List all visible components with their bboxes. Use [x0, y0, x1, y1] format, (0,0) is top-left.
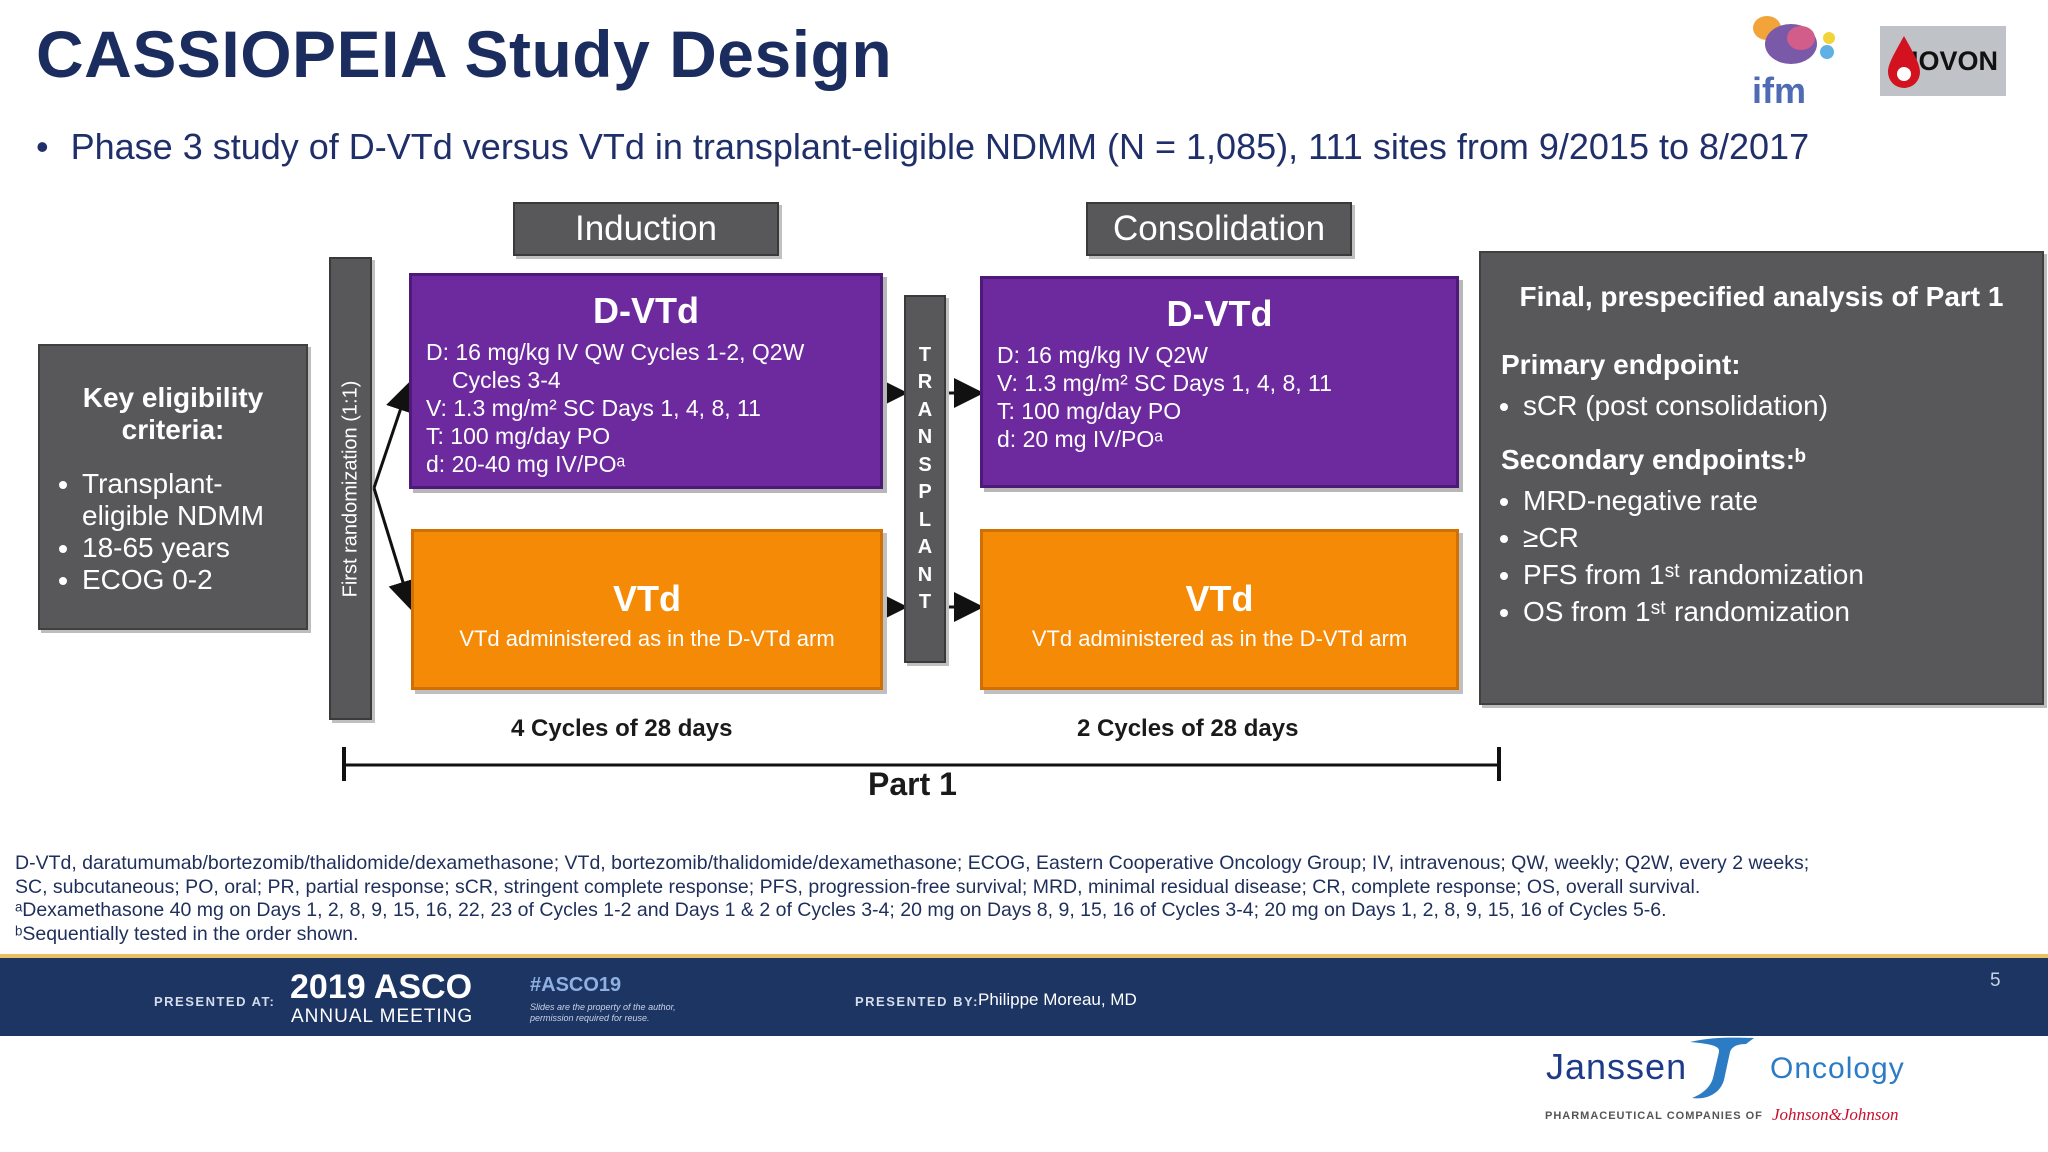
page-title: CASSIOPEIA Study Design: [36, 17, 893, 91]
footnote: ᵃDexamethasone 40 mg on Days 1, 2, 8, 9,…: [15, 899, 1667, 921]
presenter-name: Philippe Moreau, MD: [978, 990, 1137, 1009]
arm-name: VTd: [613, 578, 681, 619]
primary-endpoint-list: sCR (post consolidation): [1501, 387, 2022, 424]
eligibility-item: 18-65 years: [82, 532, 286, 564]
footnote: ᵇSequentially tested in the order shown.: [15, 922, 359, 945]
arm-description: VTd administered as in the D-VTd arm: [1031, 626, 1408, 651]
footnote: D-VTd, daratumumab/bortezomib/thalidomid…: [15, 852, 1810, 874]
endpoint-item: OS from 1ˢᵗ randomization: [1523, 593, 2022, 630]
dosing-line: D: 16 mg/kg IV Q2W: [997, 342, 1208, 368]
study-summary-text: Phase 3 study of D-VTd versus VTd in tra…: [70, 126, 1810, 167]
hovon-logo: HOVON: [1880, 26, 2006, 96]
arm-description: VTd administered as in the D-VTd arm: [459, 626, 835, 651]
arm-name: D-VTd: [1166, 293, 1273, 334]
consolidation-dvtd-box: D-VTd D: 16 mg/kg IV Q2W V: 1.3 mg/m² SC…: [980, 276, 1459, 488]
transplant-letter: R: [917, 371, 933, 393]
footer-bar: PRESENTED AT: 2019 ASCO ANNUAL MEETING #…: [0, 954, 2048, 1036]
pharma-text: PHARMACEUTICAL COMPANIES OF: [1545, 1110, 1763, 1122]
transplant-letter: T: [918, 343, 932, 366]
footnotes: D-VTd, daratumumab/bortezomib/thalidomid…: [15, 852, 2035, 946]
dosing-line: d: 20 mg IV/POᵃ: [997, 426, 1163, 452]
transplant-letter: T: [918, 591, 932, 613]
hashtag-note-line: permission required for reuse.: [530, 1013, 650, 1023]
dosing-line: D: 16 mg/kg IV QW Cycles 1-2, Q2W: [426, 339, 805, 365]
part1-label: Part 1: [868, 766, 957, 802]
dosing-line: T: 100 mg/day PO: [426, 423, 611, 449]
arrow-to-vtd: [372, 487, 418, 611]
ifm-logo-text: ifm: [1752, 70, 1806, 111]
page-number: 5: [1990, 970, 2001, 991]
consolidation-cycles: 2 Cycles of 28 days: [1077, 715, 1299, 742]
dosing-line: T: 100 mg/day PO: [997, 398, 1182, 424]
presented-by-label: PRESENTED BY:: [855, 994, 979, 1009]
presented-at-label: PRESENTED AT:: [154, 994, 276, 1009]
secondary-endpoint-heading: Secondary endpoints:ᵇ: [1501, 444, 1806, 475]
bullet-icon: •: [36, 126, 49, 167]
dosing-line: V: 1.3 mg/m² SC Days 1, 4, 8, 11: [997, 370, 1332, 396]
transplant-letter: L: [918, 508, 932, 531]
eligibility-list: Transplant-eligible NDMM 18-65 years ECO…: [60, 468, 286, 596]
transplant-letter: N: [917, 426, 933, 448]
induction-cycles: 4 Cycles of 28 days: [511, 715, 733, 742]
secondary-endpoint-list: MRD-negative rate ≥CR PFS from 1ˢᵗ rando…: [1501, 482, 2022, 630]
footnote: SC, subcutaneous; PO, oral; PR, partial …: [15, 875, 1701, 898]
janssen-logo-text: Janssen: [1546, 1046, 1688, 1087]
asco-logo-text: 2019 ASCO: [290, 968, 473, 1006]
transplant-letter: S: [918, 453, 932, 476]
consolidation-vtd-box: VTd VTd administered as in the D-VTd arm: [980, 529, 1459, 690]
arm-name: VTd: [1185, 578, 1254, 619]
eligibility-item: Transplant-eligible NDMM: [82, 468, 286, 532]
asco-logo-subtitle: ANNUAL MEETING: [291, 1006, 474, 1027]
blood-drop-icon: [1888, 36, 1920, 88]
transplant-letter: P: [918, 481, 932, 503]
eligibility-heading: Key eligibility criteria:: [82, 382, 264, 445]
final-analysis-box: Final, prespecified analysis of Part 1 P…: [1479, 251, 2044, 705]
induction-vtd-box: VTd VTd administered as in the D-VTd arm: [411, 529, 883, 690]
janssen-swoosh-icon: [1690, 1037, 1754, 1099]
endpoint-item: sCR (post consolidation): [1523, 387, 2022, 424]
ifm-logo-icon: [1753, 16, 1835, 64]
jnj-logo-text: Johnson&Johnson: [1772, 1105, 1899, 1124]
study-summary: • Phase 3 study of D-VTd versus VTd in tr…: [36, 126, 1809, 168]
eligibility-box: Key eligibility criteria: Transplant-eli…: [38, 344, 308, 630]
randomization-bar: First randomization (1:1): [329, 257, 372, 720]
induction-dvtd-box: D-VTd D: 16 mg/kg IV QW Cycles 1-2, Q2W …: [409, 273, 883, 489]
transplant-bar: T R A N S P L A N T: [904, 295, 946, 663]
endpoint-item: MRD-negative rate: [1523, 482, 2022, 519]
endpoint-item: ≥CR: [1523, 519, 2022, 556]
hashtag-note-line: Slides are the property of the author,: [530, 1002, 676, 1012]
dosing-line: d: 20-40 mg IV/POᵃ: [426, 451, 626, 477]
dosing-line: V: 1.3 mg/m² SC Days 1, 4, 8, 11: [426, 395, 761, 421]
primary-endpoint-heading: Primary endpoint:: [1501, 349, 1741, 380]
eligibility-item: ECOG 0-2: [82, 564, 286, 596]
transplant-letter: N: [917, 563, 933, 586]
dosing-line: Cycles 3-4: [452, 367, 561, 393]
oncology-logo-text: Oncology: [1770, 1052, 1905, 1085]
consolidation-header: Consolidation: [1086, 202, 1352, 256]
arm-name: D-VTd: [593, 290, 699, 331]
transplant-letter: A: [917, 398, 933, 421]
induction-header: Induction: [513, 202, 779, 256]
hashtag-note: Slides are the property of the author, p…: [530, 1002, 676, 1024]
arrow-to-dvtd: [372, 381, 415, 489]
transplant-letter: A: [917, 536, 933, 558]
hashtag: #ASCO19: [530, 974, 622, 996]
endpoint-item: PFS from 1ˢᵗ randomization: [1523, 556, 2022, 593]
final-analysis-heading: Final, prespecified analysis of Part 1: [1519, 281, 2004, 312]
